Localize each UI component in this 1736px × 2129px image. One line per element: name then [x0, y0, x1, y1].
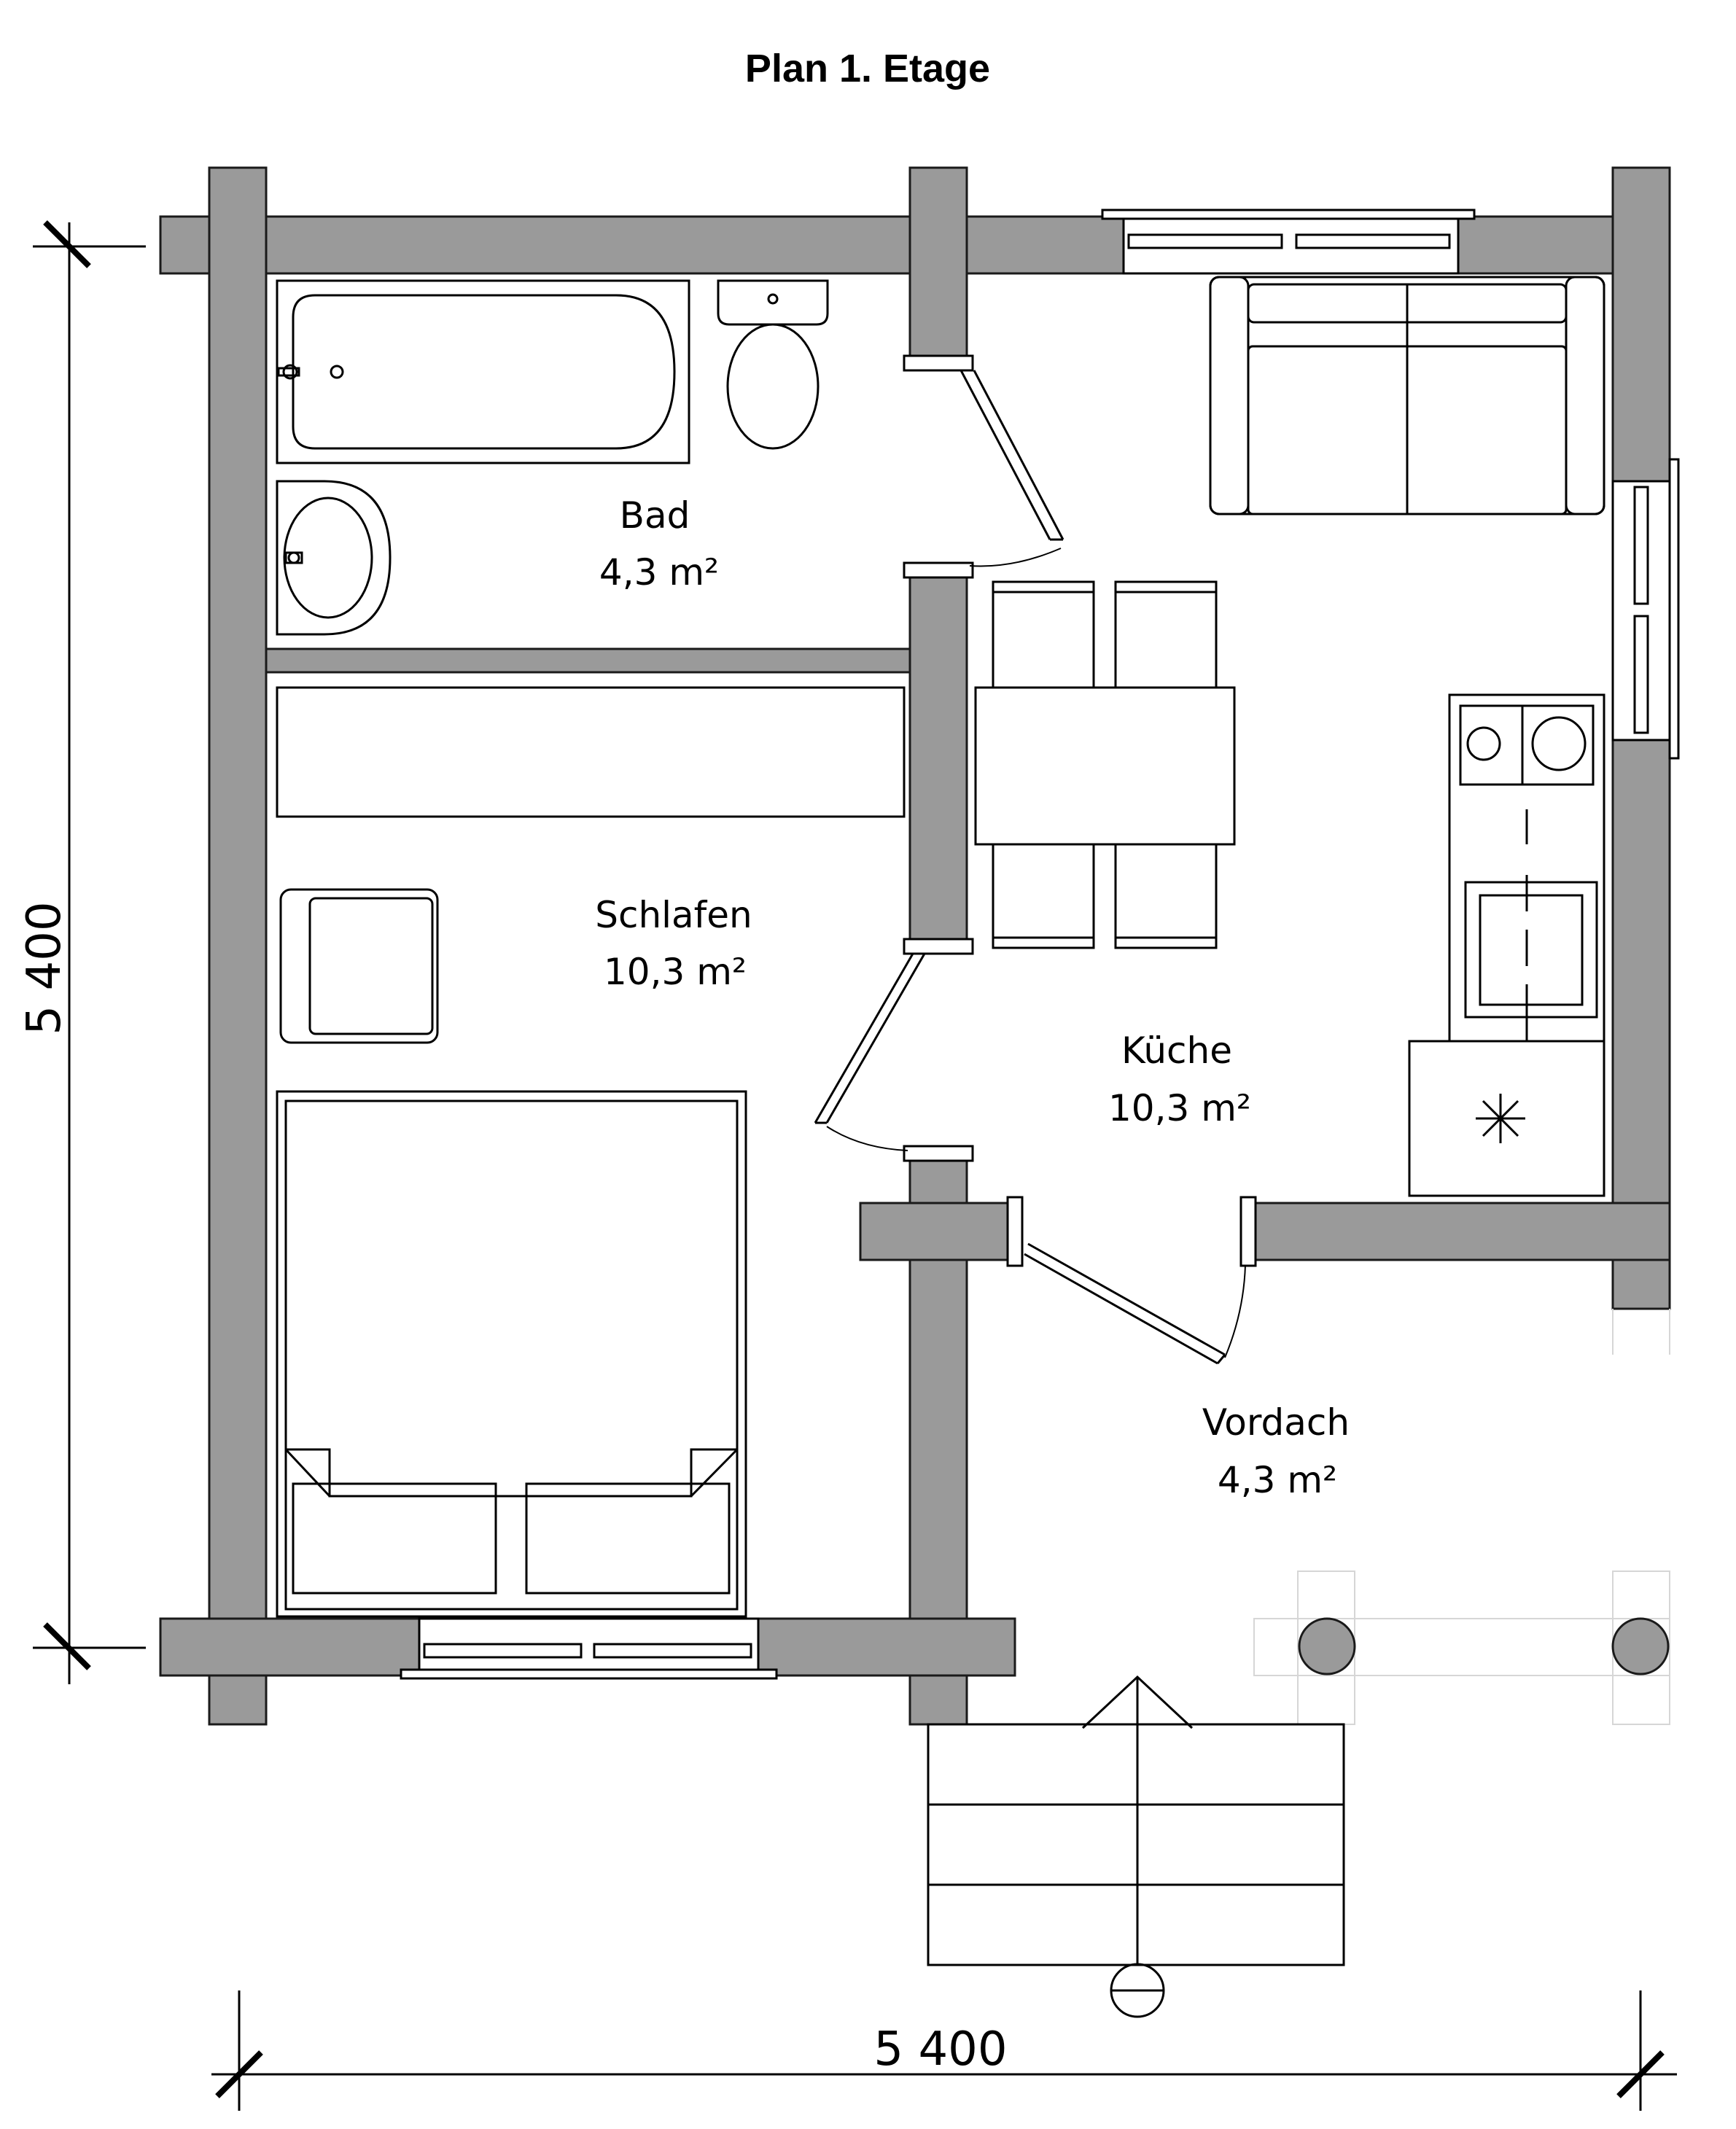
bathroom-fixtures: [276, 279, 829, 636]
door-entrance: [1006, 1196, 1257, 1365]
bottom-wall-mid: [757, 1617, 1016, 1677]
dining-set: [974, 580, 1236, 949]
walls: [159, 166, 1671, 1726]
entrance-stairs: [927, 1675, 1345, 2018]
top-wall-left: [159, 215, 1125, 275]
left-wall: [208, 166, 268, 1726]
sink: [276, 480, 392, 636]
dimension-lines: 5 400 5 400: [17, 220, 1677, 2111]
right-wall-upper: [1611, 166, 1671, 483]
room-area-schlafen: 10,3 m²: [604, 951, 747, 993]
kitchen-furniture: [974, 276, 1605, 1197]
room-area-kueche: 10,3 m²: [1108, 1087, 1251, 1129]
porch: [927, 1309, 1670, 2018]
window-top: [1101, 209, 1476, 275]
room-label-schlafen: Schlafen: [595, 894, 752, 936]
room-label-vordach: Vordach: [1202, 1401, 1350, 1444]
room-label-bad: Bad: [620, 494, 690, 537]
room-labels: Bad 4,3 m² Schlafen 10,3 m² Küche 10,3 m…: [595, 494, 1350, 1501]
window-right: [1611, 458, 1680, 760]
bad-schlafen-wall: [265, 647, 911, 674]
armchair: [279, 888, 439, 1044]
room-area-bad: 4,3 m²: [599, 551, 719, 593]
dimension-vertical-label: 5 400: [17, 901, 71, 1035]
room-label-kueche: Küche: [1121, 1030, 1232, 1072]
room-area-vordach: 4,3 m²: [1218, 1459, 1337, 1501]
partition-middle: [908, 567, 968, 949]
partition-upper: [908, 166, 968, 366]
dimension-horizontal: 5 400: [211, 1990, 1677, 2111]
sofa: [1209, 276, 1605, 515]
dimension-vertical: 5 400: [17, 220, 146, 1684]
bedroom-furniture: [276, 686, 906, 1618]
toilet: [717, 279, 829, 450]
plan-title: Plan 1. Etage: [745, 47, 990, 90]
kitchen-counter: [1408, 693, 1605, 1197]
porch-post-right: [1611, 1617, 1670, 1675]
double-bed: [276, 1090, 747, 1618]
bathtub: [276, 279, 690, 464]
doors: [814, 354, 1257, 1365]
wardrobe: [276, 686, 906, 818]
kitchen-wall-left: [859, 1202, 1016, 1261]
windows: [400, 209, 1680, 1680]
kitchen-wall-right: [1247, 1202, 1671, 1261]
door-bad: [903, 354, 1064, 579]
porch-post-left: [1298, 1617, 1356, 1675]
bottom-wall-left: [159, 1617, 421, 1677]
door-schlafen: [814, 938, 974, 1162]
dimension-horizontal-label: 5 400: [873, 2023, 1007, 2077]
window-bottom: [400, 1617, 778, 1680]
